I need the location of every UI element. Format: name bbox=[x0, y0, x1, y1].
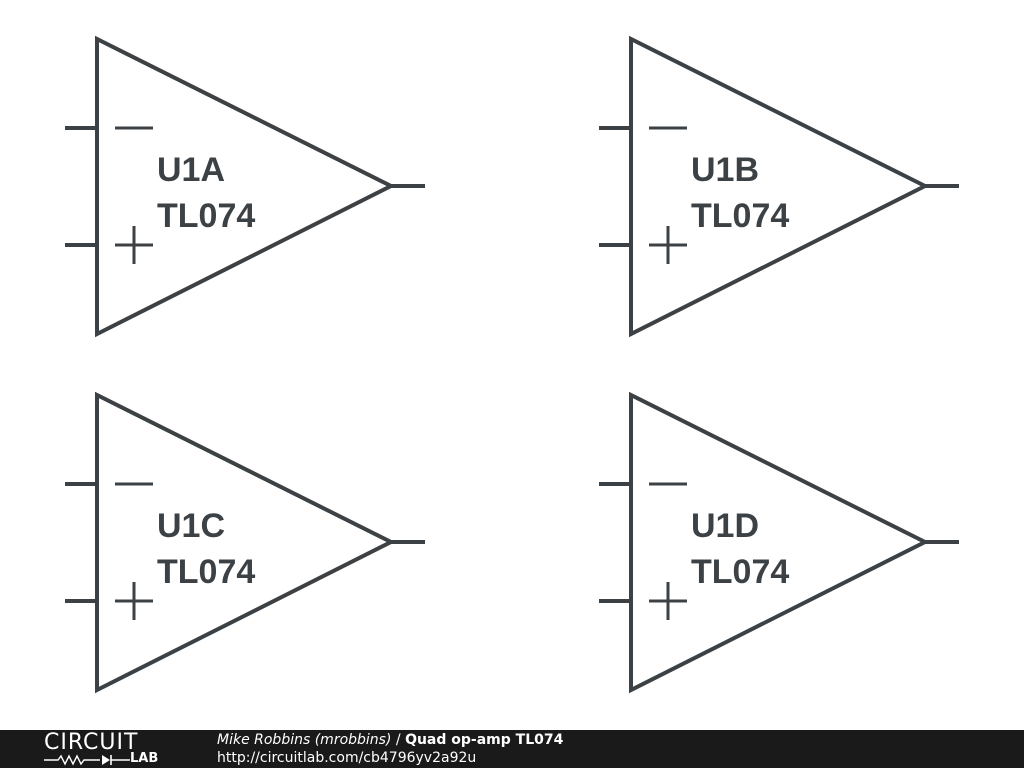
opamp-ref-label: U1D bbox=[691, 507, 759, 545]
opamp-part-label: TL074 bbox=[157, 197, 255, 235]
opamp-part-label: TL074 bbox=[691, 553, 789, 591]
footer-bar: CIRCUIT LAB Mike Robbins (mrobbins) / Qu… bbox=[0, 730, 1024, 768]
resistor-diode-icon bbox=[44, 754, 130, 766]
circuitlab-logo[interactable]: CIRCUIT LAB bbox=[44, 732, 174, 766]
opamp-u1d[interactable]: U1D TL074 bbox=[599, 391, 959, 694]
opamp-triangle bbox=[629, 391, 930, 694]
credit-line: Mike Robbins (mrobbins) / Quad op-amp TL… bbox=[217, 731, 563, 749]
footer-credits: Mike Robbins (mrobbins) / Quad op-amp TL… bbox=[217, 731, 563, 767]
opamp-triangle bbox=[95, 35, 396, 338]
opamp-u1c[interactable]: U1C TL074 bbox=[65, 391, 425, 694]
opamp-part-label: TL074 bbox=[157, 553, 255, 591]
opamp-triangle bbox=[95, 391, 396, 694]
opamp-ref-label: U1A bbox=[157, 151, 225, 189]
circuit-title[interactable]: Quad op-amp TL074 bbox=[405, 732, 564, 748]
opamp-part-label: TL074 bbox=[691, 197, 789, 235]
opamp-u1a[interactable]: U1A TL074 bbox=[65, 35, 425, 338]
circuit-url[interactable]: http://circuitlab.com/cb4796yv2a92u bbox=[217, 750, 477, 766]
opamp-ref-label: U1C bbox=[157, 507, 225, 545]
schematic-drawing: U1A TL074 U1B TL074 U1C TL074 bbox=[65, 35, 959, 694]
logo-wordmark: CIRCUIT bbox=[44, 730, 139, 755]
opamp-triangle bbox=[629, 35, 930, 338]
credit-separator: / bbox=[391, 732, 406, 748]
opamp-ref-label: U1B bbox=[691, 151, 759, 189]
opamp-u1b[interactable]: U1B TL074 bbox=[599, 35, 959, 338]
logo-lab-text: LAB bbox=[130, 751, 159, 766]
author-link[interactable]: Mike Robbins (mrobbins) bbox=[217, 732, 392, 748]
